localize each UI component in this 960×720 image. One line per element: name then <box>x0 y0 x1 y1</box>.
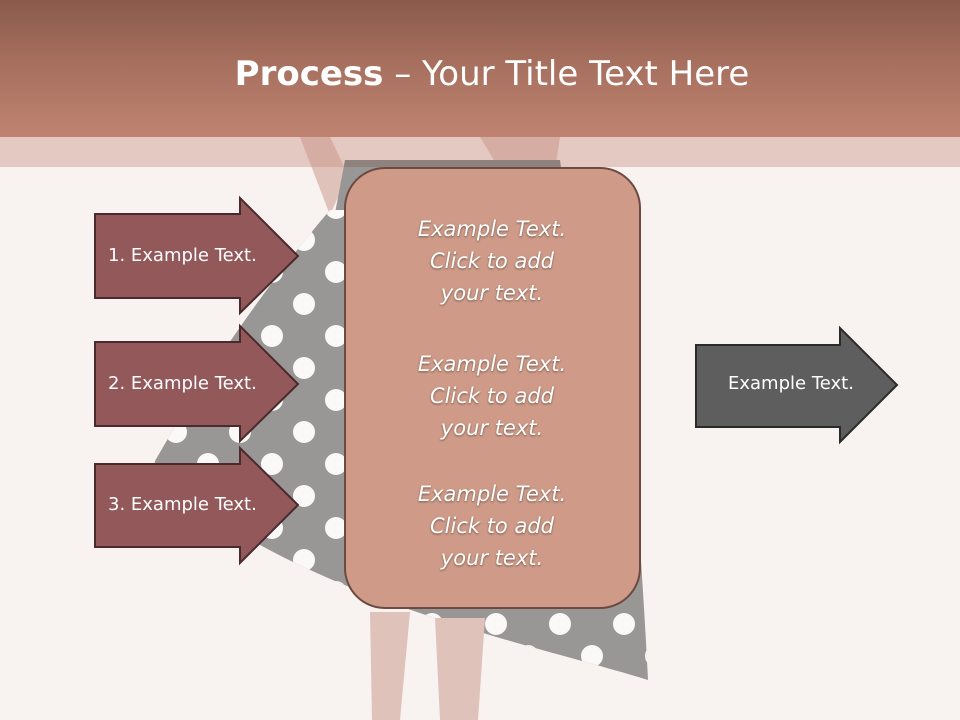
title-bar <box>0 0 960 137</box>
title-rest: Your Title Text Here <box>422 54 750 94</box>
title-bold: Process <box>234 54 384 94</box>
slide-title[interactable]: Process – Your Title Text Here <box>0 52 960 96</box>
arrow-step-2-label: 2. Example Text. <box>108 373 257 394</box>
arrow-step-1[interactable] <box>94 195 300 316</box>
center-text-line: Example Text. <box>417 482 567 506</box>
arrow-result[interactable] <box>695 325 899 445</box>
arrow-step-2[interactable] <box>94 323 300 444</box>
center-text-line: your text. <box>440 416 544 440</box>
arrow-step-3[interactable] <box>94 445 300 566</box>
arrow-step-1-label: 1. Example Text. <box>108 245 257 266</box>
center-text-line: Click to add <box>429 514 554 538</box>
center-text-block: Example Text. Click to add your text. <box>346 348 638 444</box>
center-text-line: Example Text. <box>417 217 567 241</box>
center-text-line: Click to add <box>429 249 554 273</box>
center-text-block: Example Text. Click to add your text. <box>346 213 638 309</box>
center-text-line: your text. <box>440 546 544 570</box>
center-text-line: Example Text. <box>417 352 567 376</box>
arrow-result-label: Example Text. <box>728 373 854 394</box>
arrow-step-3-label: 3. Example Text. <box>108 494 257 515</box>
center-text-line: your text. <box>440 281 544 305</box>
center-text-block: Example Text. Click to add your text. <box>346 478 638 574</box>
title-dash: – <box>383 54 423 94</box>
center-text-line: Click to add <box>429 384 554 408</box>
center-text-box[interactable] <box>344 167 641 609</box>
